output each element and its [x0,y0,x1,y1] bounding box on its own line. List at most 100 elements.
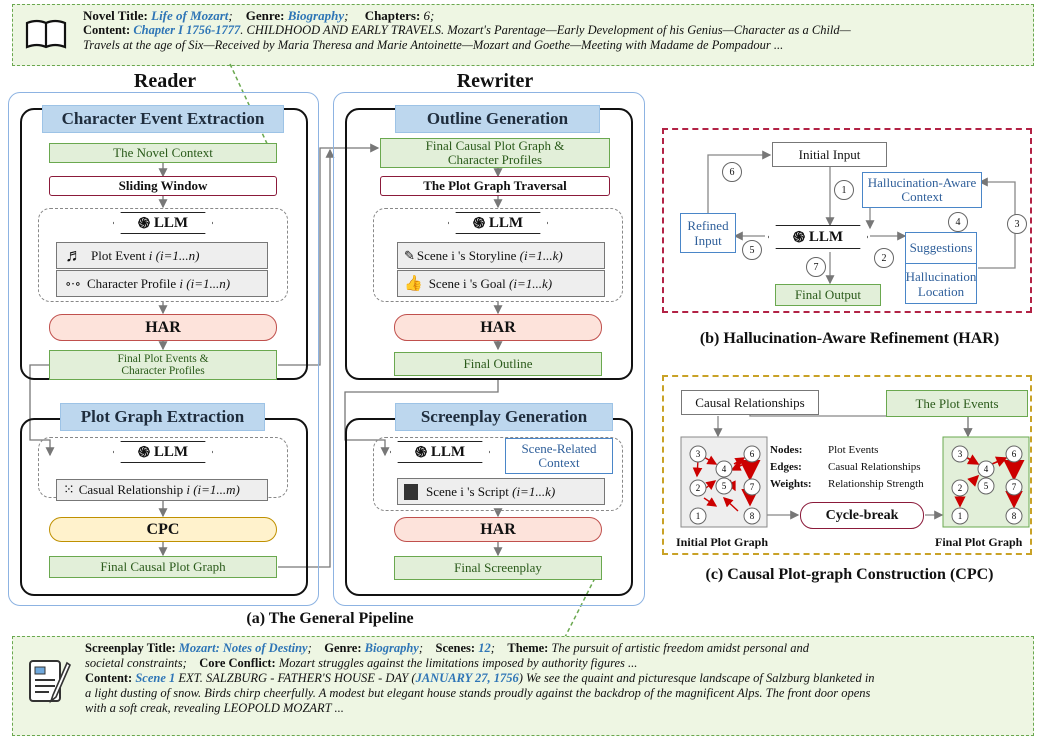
svg-text:1: 1 [696,511,701,521]
openai-icon: ֍ [414,445,431,461]
final-plot-events-box: Final Plot Events &Character Profiles [49,350,277,380]
book-icon [25,17,67,51]
openai-icon: ֍ [137,216,154,232]
sg-har: HAR [394,517,602,542]
svg-text:3: 3 [696,449,701,459]
bottom-note-line1: Screenplay Title: Mozart: Notes of Desti… [85,641,809,655]
bottom-screenplay-note: Screenplay Title: Mozart: Notes of Desti… [12,636,1034,736]
scenes-count: 12 [478,641,491,655]
top-novel-note: Novel Title: Life of Mozart; Genre: Biog… [12,4,1034,66]
final-causal-box: Final Causal Plot Graph &Character Profi… [380,138,610,168]
top-note-line1: Novel Title: Life of Mozart; Genre: Biog… [83,8,435,23]
cee-llm-group [38,208,288,302]
svg-text:8: 8 [750,511,755,521]
document-pen-icon [27,655,72,709]
bottom-note-content-2: a light dusting of snow. Birds chirp che… [85,686,871,700]
final-outline-box: Final Outline [394,352,602,376]
svg-text:7: 7 [750,482,755,492]
scene-date: JANUARY 27, 1756 [415,671,519,685]
cpc-legend: Nodes:Plot Events Edges:Casual Relations… [770,444,924,490]
sg-llm: ֍ LLM [390,441,490,463]
script-box: Scene i 's Script (i=1...k) [397,478,605,505]
storyline-box: ✎Scene i 's Storyline (i=1...k) [397,242,605,269]
scene-ref: Scene 1 [135,671,176,685]
traversal-box: The Plot Graph Traversal [380,176,610,196]
top-note-content-2: Travels at the age of Six—Received by Ma… [83,38,784,52]
bottom-note-content-3: with a soft creak, revealing LEOPOLD MOZ… [85,701,344,715]
sg-title: Screenplay Generation [395,403,613,431]
step-6: 6 [722,162,742,182]
network-icon: ∘∙∘ [65,275,81,291]
piano-icon: ♬ [65,245,83,265]
reader-container [8,92,319,606]
step-7: 7 [806,257,826,277]
screenplay-title: Mozart: Notes of Destiny [178,641,308,655]
feather-icon: ✎ [404,247,415,263]
rewriter-container [333,92,645,606]
rewriter-title: Rewriter [456,69,534,92]
openai-icon: ֍ [472,216,489,232]
har-initial-input: Initial Input [772,142,887,167]
og-har: HAR [394,314,602,341]
openai-icon: ֍ [137,445,154,461]
sliding-window-box: Sliding Window [49,176,277,196]
step-2: 2 [874,248,894,268]
chapters-count: 6 [423,8,431,23]
cycle-break-box: Cycle-break [800,502,924,529]
svg-text:4: 4 [984,464,989,474]
plot-event-box: ♬Plot Event i (i=1...n) [56,242,268,269]
cpc-plot-events: The Plot Events [886,390,1028,417]
openai-icon: ֍ [792,230,809,246]
final-graph-box: Final Causal Plot Graph [49,556,277,578]
og-llm-group [373,208,623,302]
step-3: 3 [1007,214,1027,234]
pge-llm: ֍ LLM [113,441,213,463]
svg-text:3: 3 [958,449,963,459]
svg-text:2: 2 [696,483,701,493]
svg-text:6: 6 [1012,449,1017,459]
svg-text:4: 4 [722,464,727,474]
og-llm: ֍ LLM [448,212,548,234]
har-llm: ֍ LLM [768,225,868,249]
thumbs-up-icon: 👍 [404,276,423,292]
caption-c: (c) Causal Plot-graph Construction (CPC) [705,566,994,583]
initial-graph-label: Initial Plot Graph [676,535,769,549]
cee-title: Character Event Extraction [42,105,284,133]
goal-box: 👍Scene i 's Goal (i=1...k) [397,270,605,297]
svg-text:7: 7 [1012,482,1017,492]
og-title: Outline Generation [395,105,600,133]
cee-llm: ֍ LLM [113,212,213,234]
reader-har: HAR [49,314,277,341]
svg-text:6: 6 [750,449,755,459]
top-note-content: Content: Chapter I 1756-1777. CHILDHOOD … [83,23,851,37]
novel-context-box: The Novel Context [49,143,277,163]
har-suggestions: Suggestions [906,233,976,264]
caption-b: (b) Hallucination-Aware Refinement (HAR) [699,330,1000,347]
dots-icon: ⁙ [63,482,75,498]
step-1: 1 [834,180,854,200]
svg-text:5: 5 [984,481,989,491]
bottom-note-content: Content: Scene 1 EXT. SALZBURG - FATHER'… [85,671,875,685]
final-screenplay-box: Final Screenplay [394,556,602,580]
reader-title: Reader [133,69,197,92]
bottom-note-line2: societal constraints; Core Conflict: Moz… [85,656,638,670]
caption-a: (a) The General Pipeline [246,610,414,627]
novel-genre: Biography [287,8,345,23]
svg-text:2: 2 [958,483,963,493]
har-final-output: Final Output [775,284,881,306]
causal-rel-box: ⁙Casual Relationship i (i=1...m) [56,479,268,501]
novel-title: Life of Mozart [151,8,229,23]
har-panel [662,128,1032,313]
step-5: 5 [742,240,762,260]
step-4: 4 [948,212,968,232]
screenplay-genre: Biography [364,641,419,655]
chapter-ref: Chapter I 1756-1777 [133,23,241,37]
